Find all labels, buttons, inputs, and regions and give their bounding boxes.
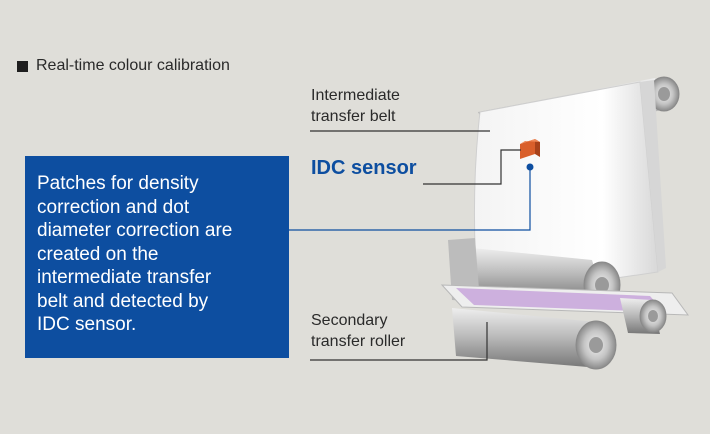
backup-roller: [620, 298, 667, 334]
explanation-callout: Patches for density correction and dot d…: [25, 156, 289, 358]
bullet-square-icon: [17, 60, 28, 72]
belt-label-line-1: Intermediate: [311, 87, 400, 104]
callout-connector-line: [289, 167, 531, 231]
belt-label: Intermediate transfer belt: [311, 86, 400, 128]
intermediate-transfer-belt: [473, 80, 666, 299]
callout-line: correction and dot: [37, 196, 190, 218]
sensor-leader-line: [423, 149, 521, 185]
roller-label-line-2: transfer roller: [311, 332, 406, 350]
idc-sensor-label: IDC sensor: [311, 157, 417, 179]
leader-lines: [310, 130, 521, 361]
roller-leader-line: [310, 322, 488, 361]
idc-sensor-icon: [520, 139, 540, 159]
callout-line: belt and detected by: [37, 290, 209, 312]
roller-label-line-1: Secondary: [311, 312, 388, 329]
callout-line: diameter correction are: [37, 220, 233, 241]
callout-line: intermediate transfer: [37, 267, 212, 288]
heading-text: Real-time colour calibration: [36, 57, 230, 74]
detection-point-dot: [526, 163, 534, 171]
belt-label-line-2: transfer belt: [311, 107, 396, 125]
secondary-transfer-roller: [452, 308, 617, 370]
callout-line: created on the: [37, 243, 159, 265]
callout-line: Patches for density: [37, 173, 199, 194]
roller-label: Secondary transfer roller: [311, 311, 405, 353]
callout-line: IDC sensor.: [37, 314, 137, 335]
diagram-heading: Real-time colour calibration: [17, 57, 230, 75]
